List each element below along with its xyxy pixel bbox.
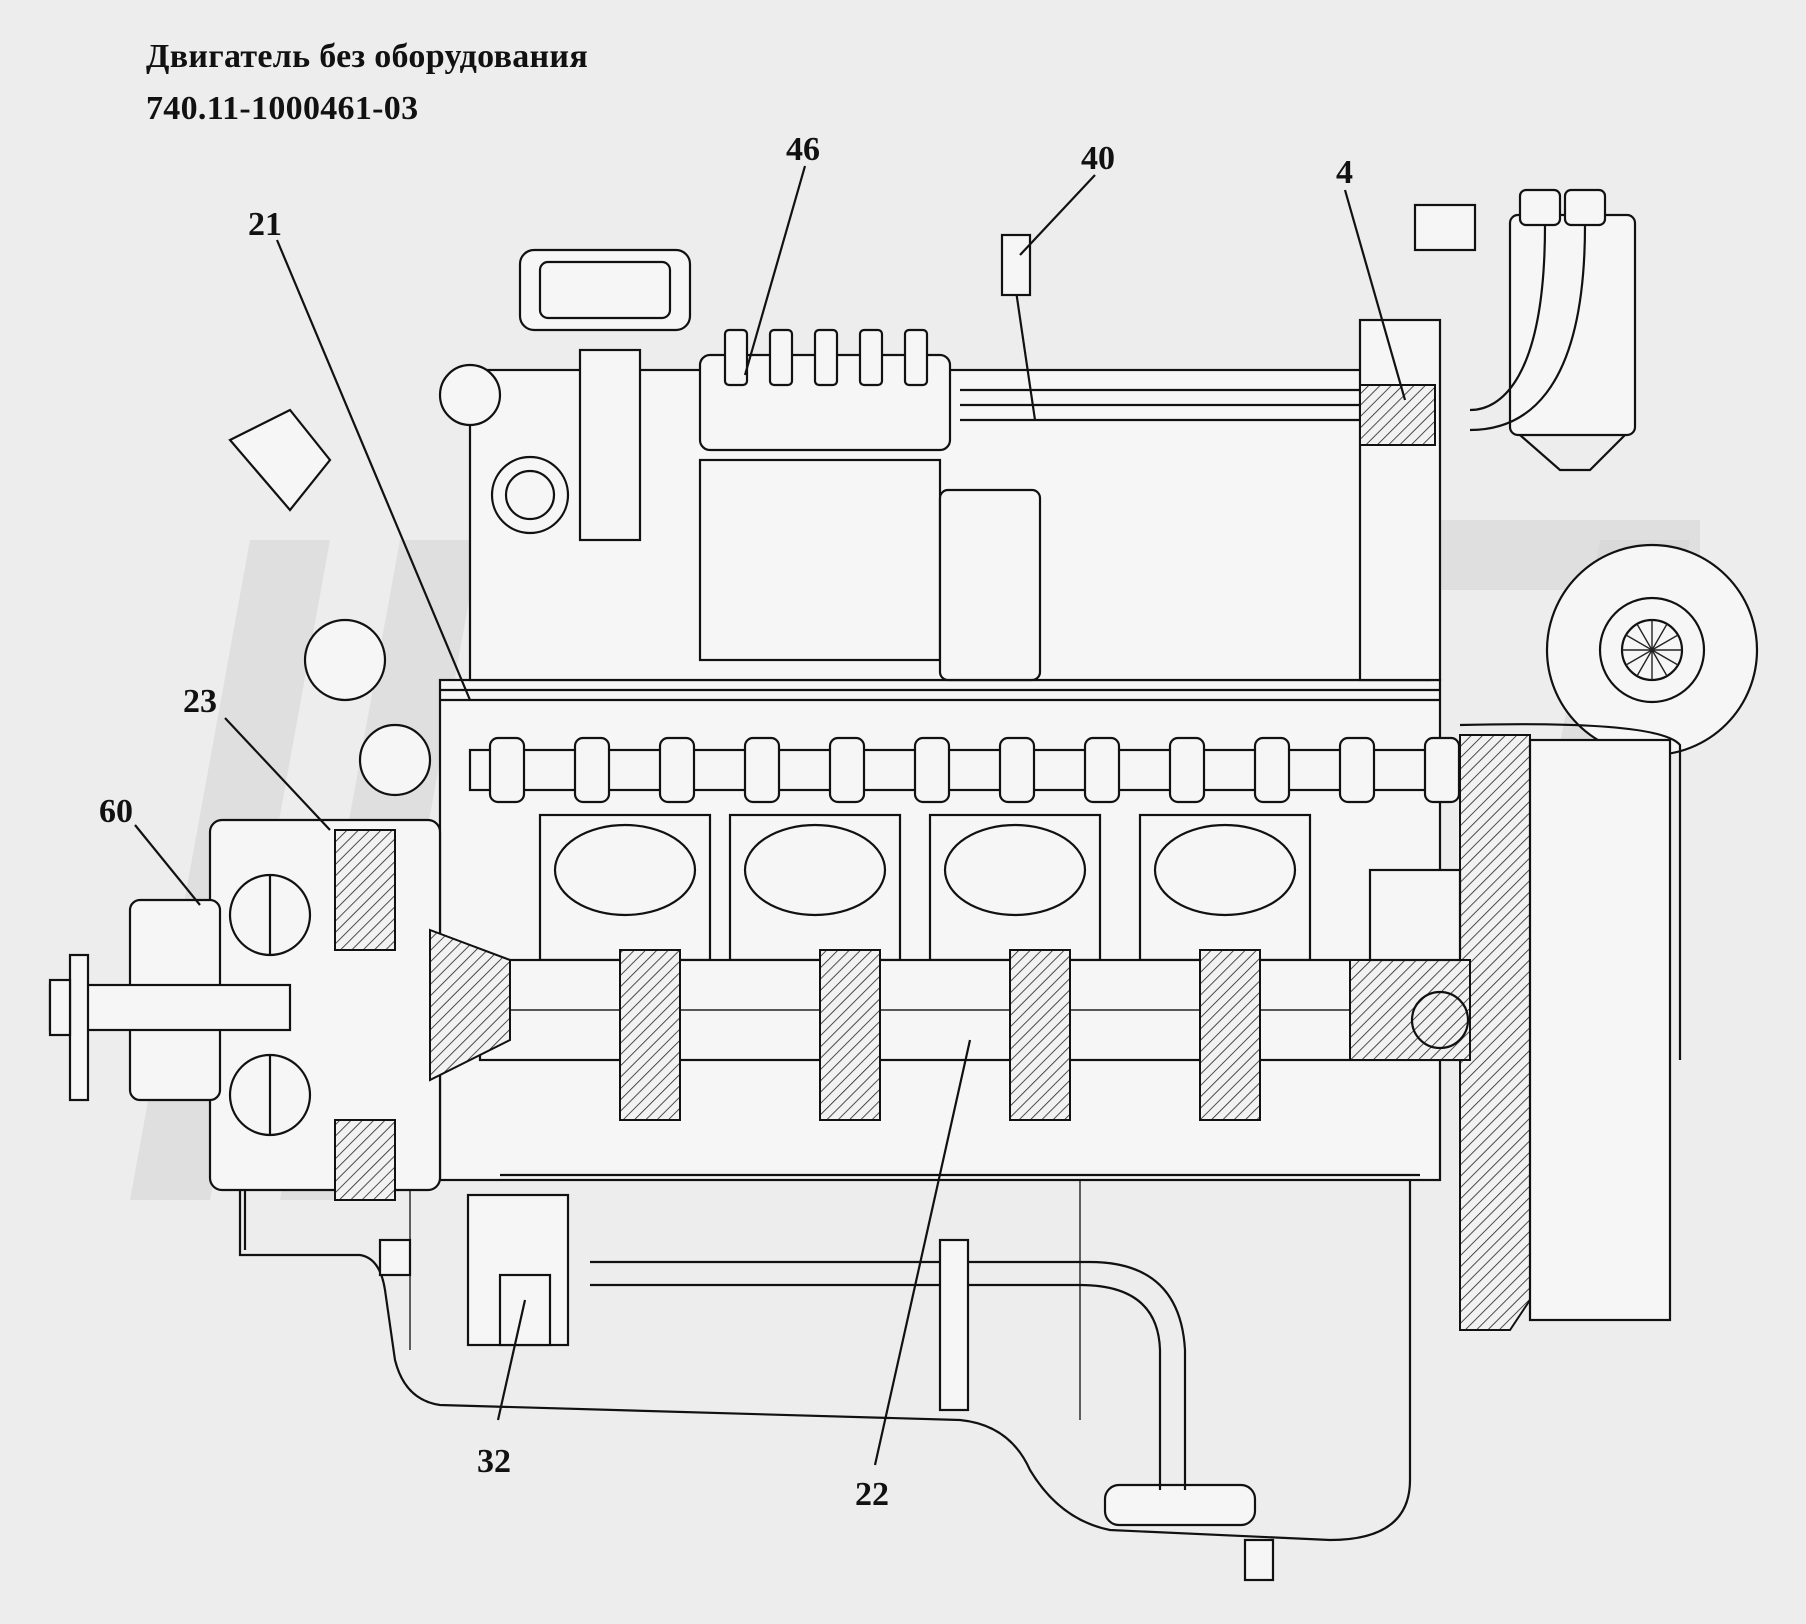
crank-web xyxy=(819,949,881,1121)
oil-pump xyxy=(378,1193,570,1347)
injector-fitting xyxy=(723,328,749,387)
leader-4 xyxy=(1343,189,1407,401)
leader-60 xyxy=(134,824,201,906)
cam-lobe xyxy=(998,736,1036,804)
crank-web xyxy=(1009,949,1071,1121)
oil-pickup-pipe xyxy=(590,1238,1187,1490)
cam-lobe xyxy=(828,736,866,804)
gear-train xyxy=(1349,868,1471,1061)
fuel-filter xyxy=(1413,188,1637,472)
oil-strainer xyxy=(1103,1483,1257,1527)
turbine-vane xyxy=(1625,649,1653,666)
cam-lobe xyxy=(1083,736,1121,804)
piston-ring xyxy=(943,823,1087,917)
crank-webs xyxy=(619,949,1261,1121)
turbine-vane xyxy=(1625,634,1653,651)
callout-46: 46 xyxy=(786,131,820,168)
drain-plug xyxy=(1243,1538,1275,1582)
front-pulley xyxy=(48,898,292,1102)
turbine-vane xyxy=(1651,634,1679,651)
turbocharger xyxy=(1545,543,1759,757)
leader-22 xyxy=(873,1039,972,1466)
oil-sump xyxy=(238,1175,1412,1582)
drawing-title: Двигатель без оборудования xyxy=(146,38,589,75)
cam-lobe xyxy=(1168,736,1206,804)
cam-lobe xyxy=(658,736,696,804)
part-number: 740.11-1000461-03 xyxy=(146,90,419,127)
fuel-injection-pump xyxy=(698,353,1042,682)
cam-lobes xyxy=(488,736,1461,804)
turbine-vane xyxy=(1651,623,1668,651)
cylinder-bore xyxy=(1138,813,1312,962)
fuel-lines xyxy=(960,233,1360,422)
callout-23: 23 xyxy=(183,683,217,720)
governor xyxy=(938,488,1042,682)
turbine-vane xyxy=(1636,623,1653,651)
cam-lobe xyxy=(1423,736,1461,804)
cam-lobe xyxy=(1338,736,1376,804)
cam-lobe xyxy=(488,736,526,804)
injector-fitting xyxy=(858,328,884,387)
cylinder-bore xyxy=(728,813,902,962)
cylinder-bores xyxy=(538,813,1312,962)
callout-leaders xyxy=(134,165,1407,1466)
injector-fittings xyxy=(723,328,929,387)
piston-ring xyxy=(743,823,887,917)
turbine-vane xyxy=(1651,649,1668,677)
callout-labels: 46 40 4 21 23 60 32 22 xyxy=(99,131,1353,1513)
cylinder-bore xyxy=(538,813,712,962)
leader-23 xyxy=(224,717,331,831)
cylinder-bore xyxy=(928,813,1102,962)
turbine-vane xyxy=(1636,649,1653,677)
callout-22: 22 xyxy=(855,1476,889,1513)
leader-32 xyxy=(496,1299,527,1421)
crank-web xyxy=(619,949,681,1121)
leader-46 xyxy=(743,165,807,376)
cam-lobe xyxy=(1253,736,1291,804)
injector-fitting xyxy=(813,328,839,387)
callout-4: 4 xyxy=(1336,154,1353,191)
callout-21: 21 xyxy=(248,206,282,243)
cam-lobe xyxy=(743,736,781,804)
cam-lobe xyxy=(573,736,611,804)
flywheel-housing xyxy=(1459,723,1682,1331)
cam-lobe xyxy=(913,736,951,804)
callout-60: 60 xyxy=(99,793,133,830)
thermostat-housing xyxy=(228,363,570,797)
injector-fitting xyxy=(903,328,929,387)
piston-ring xyxy=(553,823,697,917)
crank-web xyxy=(1199,949,1261,1121)
piston-ring xyxy=(1153,823,1297,917)
callout-32: 32 xyxy=(477,1443,511,1480)
leader-40 xyxy=(1019,174,1096,256)
callout-40: 40 xyxy=(1081,140,1115,177)
leader-21 xyxy=(275,239,472,701)
injector-fitting xyxy=(768,328,794,387)
turbine-vane xyxy=(1651,649,1679,666)
